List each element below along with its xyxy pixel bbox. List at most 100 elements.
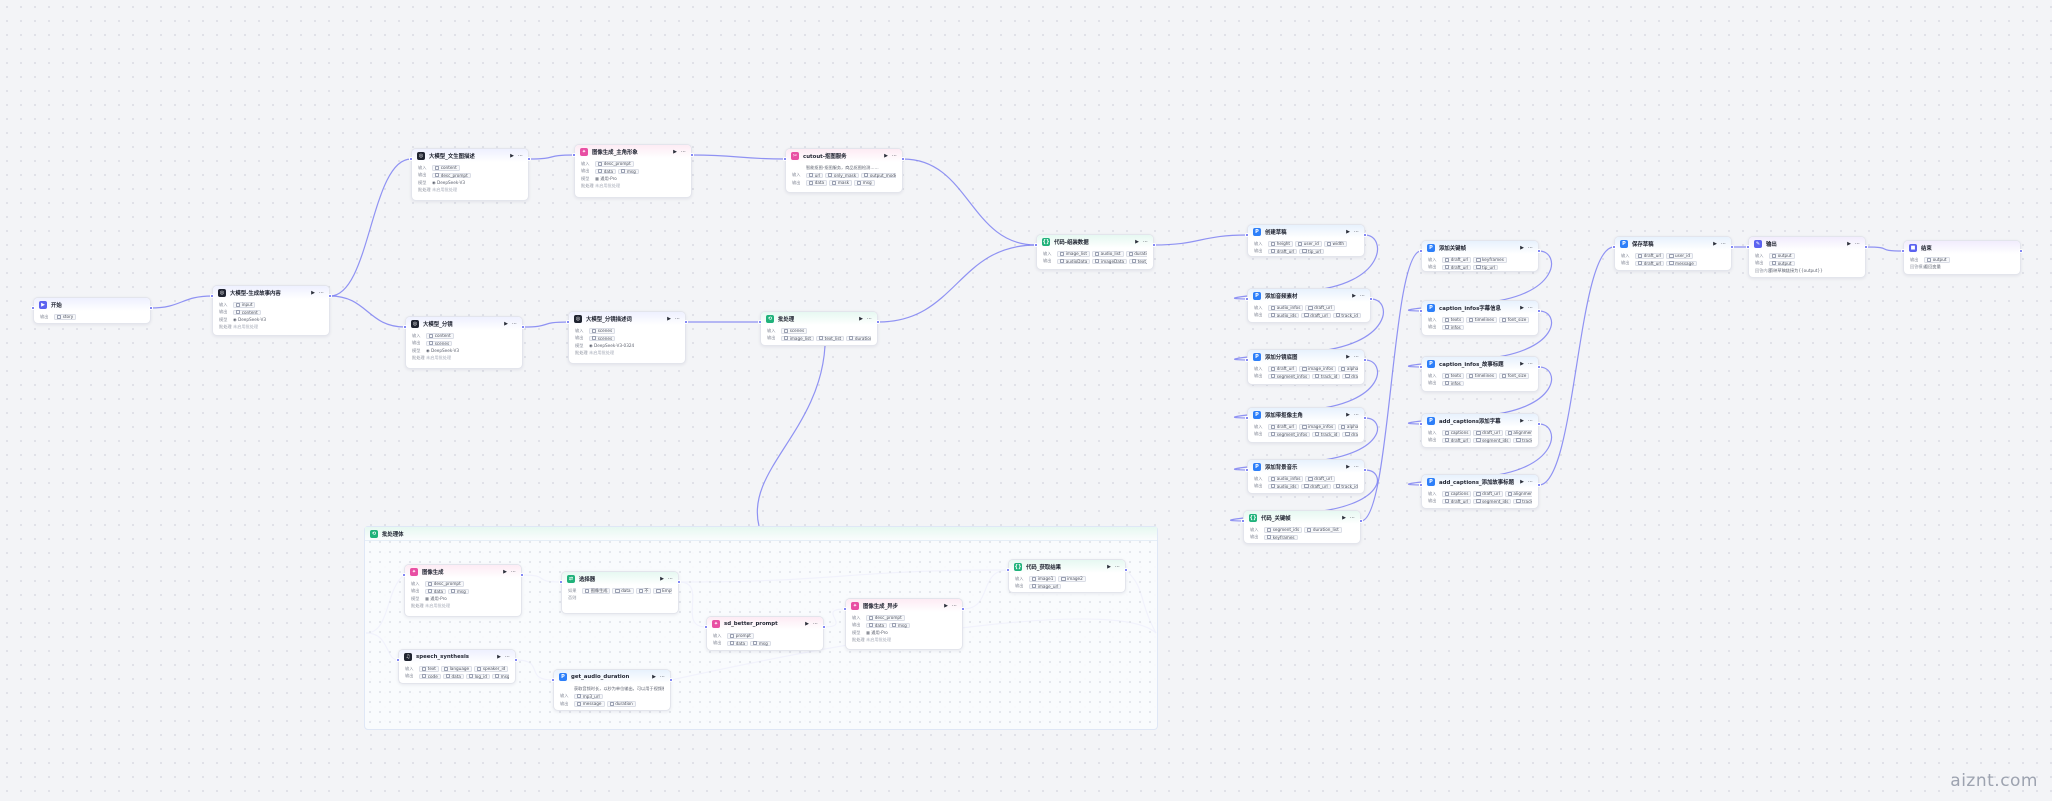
run-icon[interactable]: ▶ [1107,563,1111,570]
more-icon[interactable]: ⋯ [660,673,665,680]
more-icon[interactable]: ⋯ [1528,304,1533,311]
output-handle[interactable] [1369,297,1373,301]
output-handle[interactable] [1124,568,1128,572]
more-icon[interactable]: ⋯ [675,315,680,322]
input-handle[interactable] [1245,233,1249,237]
run-icon[interactable]: ▶ [503,568,507,575]
run-icon[interactable]: ▶ [1847,240,1851,247]
input-handle[interactable] [1245,416,1249,420]
input-handle[interactable] [1746,245,1750,249]
output-handle[interactable] [1363,358,1367,362]
output-handle[interactable] [527,157,531,161]
output-handle[interactable] [1363,416,1367,420]
input-handle[interactable] [1419,309,1423,313]
run-icon[interactable]: ▶ [1346,411,1350,418]
output-handle[interactable] [149,306,153,310]
output-handle[interactable] [520,573,524,577]
run-icon[interactable]: ▶ [1520,417,1524,424]
output-handle[interactable] [1537,422,1541,426]
output-handle[interactable] [1359,519,1363,523]
run-icon[interactable]: ▶ [1520,244,1524,251]
more-icon[interactable]: ⋯ [511,568,516,575]
run-icon[interactable]: ▶ [1346,228,1350,235]
more-icon[interactable]: ⋯ [813,620,818,627]
run-icon[interactable]: ▶ [1346,353,1350,360]
run-icon[interactable]: ▶ [1713,240,1717,247]
input-handle[interactable] [783,157,787,161]
output-handle[interactable] [1537,309,1541,313]
input-handle[interactable] [1419,249,1423,253]
more-icon[interactable]: ⋯ [518,152,523,159]
more-icon[interactable]: ⋯ [1528,417,1533,424]
more-icon[interactable]: ⋯ [1855,240,1860,247]
more-icon[interactable]: ⋯ [1528,360,1533,367]
more-icon[interactable]: ⋯ [1360,292,1365,299]
run-icon[interactable]: ▶ [1135,238,1139,245]
input-handle[interactable] [566,320,570,324]
more-icon[interactable]: ⋯ [505,653,510,660]
run-icon[interactable]: ▶ [1520,304,1524,311]
more-icon[interactable]: ⋯ [1350,514,1355,521]
output-handle[interactable] [521,325,525,329]
more-icon[interactable]: ⋯ [668,575,673,582]
output-handle[interactable] [1537,483,1541,487]
output-handle[interactable] [901,157,905,161]
run-icon[interactable]: ▶ [652,673,656,680]
more-icon[interactable]: ⋯ [681,148,686,155]
run-icon[interactable]: ▶ [1346,463,1350,470]
run-icon[interactable]: ▶ [504,320,508,327]
node-code-merge[interactable]: {}代码-组装数据▶⋯输入image_listaudio_listduratio… [1036,234,1154,270]
input-handle[interactable] [559,580,563,584]
input-handle[interactable] [409,157,413,161]
output-handle[interactable] [1537,249,1541,253]
run-icon[interactable]: ▶ [1352,292,1356,299]
more-icon[interactable]: ⋯ [1143,238,1148,245]
input-handle[interactable] [1612,245,1616,249]
input-handle[interactable] [758,320,762,324]
run-icon[interactable]: ▶ [660,575,664,582]
run-icon[interactable]: ▶ [944,602,948,609]
output-handle[interactable] [1864,245,1868,249]
more-icon[interactable]: ⋯ [952,602,957,609]
more-icon[interactable]: ⋯ [1354,411,1359,418]
input-handle[interactable] [1241,519,1245,523]
input-handle[interactable] [1006,568,1010,572]
more-icon[interactable]: ⋯ [1115,563,1120,570]
input-handle[interactable] [402,573,406,577]
output-handle[interactable] [822,625,826,629]
more-icon[interactable]: ⋯ [512,320,517,327]
output-handle[interactable] [1363,468,1367,472]
input-handle[interactable] [1419,483,1423,487]
input-handle[interactable] [1245,358,1249,362]
output-handle[interactable] [328,294,332,298]
more-icon[interactable]: ⋯ [1528,478,1533,485]
run-icon[interactable]: ▶ [1342,514,1346,521]
run-icon[interactable]: ▶ [667,315,671,322]
input-handle[interactable] [704,625,708,629]
output-handle[interactable] [1363,233,1367,237]
run-icon[interactable]: ▶ [510,152,514,159]
input-handle[interactable] [551,678,555,682]
input-handle[interactable] [1034,243,1038,247]
output-handle[interactable] [2019,249,2023,253]
